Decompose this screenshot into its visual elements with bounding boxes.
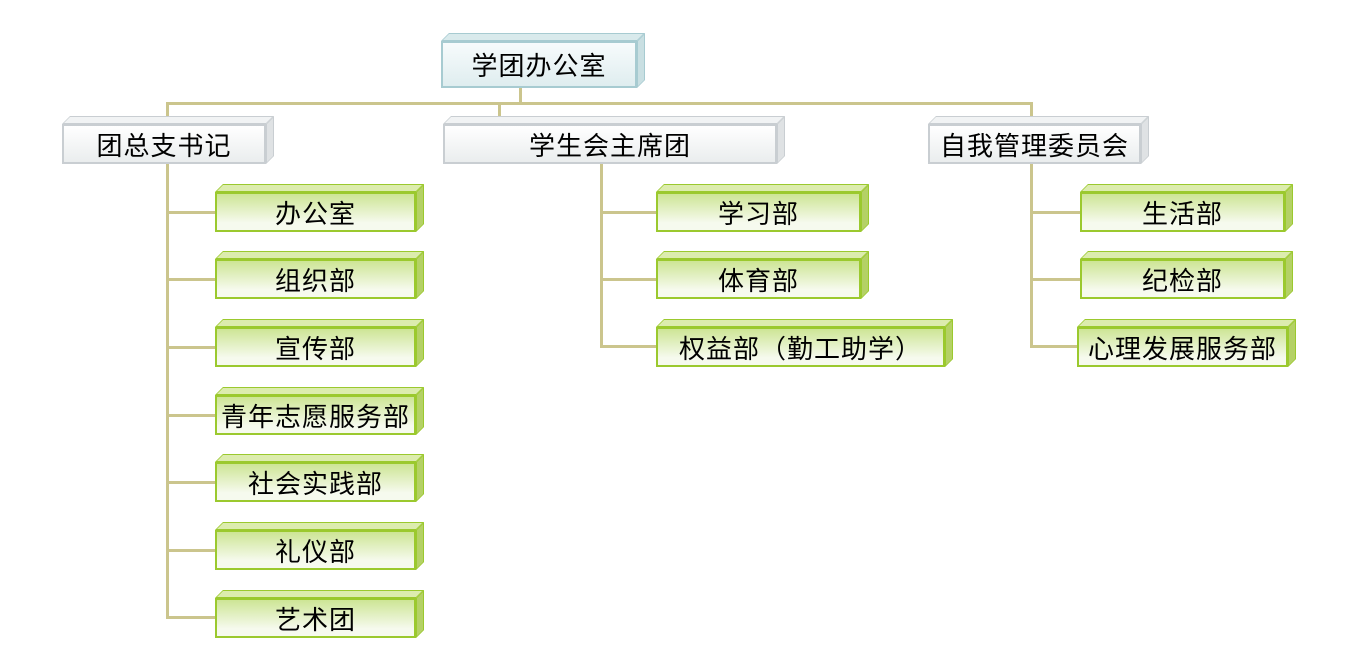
connector-drop-branch-0 xyxy=(166,102,169,118)
org-node-branch-1: 学生会主席团 xyxy=(443,124,777,164)
org-node-root: 学团办公室 xyxy=(441,41,637,88)
connector-root-drop xyxy=(519,88,522,104)
connector-stub-0-2 xyxy=(166,346,215,349)
node-label: 青年志愿服务部 xyxy=(220,401,410,432)
org-node-leaf-0-4: 社会实践部 xyxy=(215,462,416,502)
org-node-leaf-1-1: 体育部 xyxy=(656,259,861,299)
node-label: 办公室 xyxy=(274,198,356,229)
node-label: 心理发展服务部 xyxy=(1087,333,1277,364)
node-label: 权益部（勤工助学） xyxy=(678,333,922,364)
node-label: 团总支书记 xyxy=(96,130,232,161)
org-node-leaf-0-6: 艺术团 xyxy=(215,598,416,638)
connector-main-horizontal xyxy=(166,102,1033,105)
node-label: 生活部 xyxy=(1141,198,1223,229)
connector-drop-branch-1 xyxy=(498,102,501,118)
org-node-leaf-2-2: 心理发展服务部 xyxy=(1077,327,1288,367)
connector-stub-2-1 xyxy=(1030,278,1080,281)
org-node-leaf-1-0: 学习部 xyxy=(656,192,861,232)
node-label: 体育部 xyxy=(717,265,799,296)
connector-stub-0-4 xyxy=(166,481,215,484)
node-label: 宣传部 xyxy=(274,333,356,364)
connector-trunk-branch-0 xyxy=(166,163,169,619)
connector-trunk-branch-1 xyxy=(600,163,603,348)
connector-stub-2-0 xyxy=(1030,211,1080,214)
org-node-leaf-0-2: 宣传部 xyxy=(215,327,416,367)
node-label: 礼仪部 xyxy=(274,536,356,567)
org-node-leaf-1-2: 权益部（勤工助学） xyxy=(656,327,945,367)
node-label: 组织部 xyxy=(274,265,356,296)
node-label: 自我管理委员会 xyxy=(939,130,1129,161)
org-node-leaf-2-0: 生活部 xyxy=(1080,192,1285,232)
connector-stub-0-0 xyxy=(166,211,215,214)
connector-stub-0-3 xyxy=(166,414,215,417)
org-node-branch-2: 自我管理委员会 xyxy=(928,124,1141,164)
org-node-leaf-0-0: 办公室 xyxy=(215,192,416,232)
connector-stub-1-0 xyxy=(600,211,656,214)
connector-stub-1-2 xyxy=(600,345,656,348)
connector-stub-0-5 xyxy=(166,549,215,552)
node-label: 纪检部 xyxy=(1141,265,1223,296)
connector-stub-2-2 xyxy=(1030,345,1080,348)
org-node-leaf-2-1: 纪检部 xyxy=(1080,259,1285,299)
org-node-branch-0: 团总支书记 xyxy=(62,124,266,164)
connector-stub-1-1 xyxy=(600,278,656,281)
node-label: 艺术团 xyxy=(274,604,356,635)
connector-stub-0-1 xyxy=(166,278,215,281)
connector-stub-0-6 xyxy=(166,616,215,619)
org-node-leaf-0-5: 礼仪部 xyxy=(215,530,416,570)
org-node-leaf-0-3: 青年志愿服务部 xyxy=(215,395,416,435)
node-label: 学团办公室 xyxy=(471,51,607,81)
connector-drop-branch-2 xyxy=(1030,102,1033,118)
org-node-leaf-0-1: 组织部 xyxy=(215,259,416,299)
node-label: 学习部 xyxy=(717,198,799,229)
connector-trunk-branch-2 xyxy=(1030,163,1033,348)
node-label: 社会实践部 xyxy=(247,468,383,499)
node-label: 学生会主席团 xyxy=(528,130,691,161)
